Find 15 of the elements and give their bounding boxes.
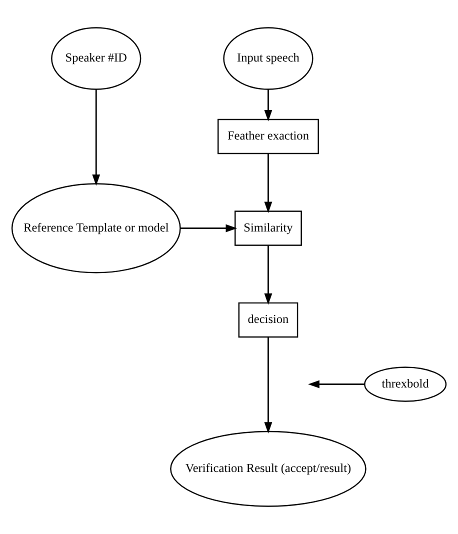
- arrow: [264, 337, 272, 434]
- arrow: [180, 224, 238, 232]
- arrow: [264, 246, 272, 305]
- arrow: [264, 90, 272, 122]
- arrow: [308, 380, 364, 388]
- node-ellipse: Speaker #ID: [51, 27, 142, 90]
- node-box: Similarity: [234, 210, 302, 246]
- node-box: decision: [238, 302, 298, 338]
- node-ellipse: Verification Result (accept/result): [170, 430, 366, 507]
- node-ellipse: Reference Template or model: [11, 183, 181, 274]
- arrow: [264, 154, 272, 214]
- node-ellipse: threxbold: [364, 366, 447, 402]
- arrow: [92, 89, 100, 186]
- node-box: Feather exaction: [218, 118, 319, 154]
- node-ellipse: Input speech: [223, 27, 314, 90]
